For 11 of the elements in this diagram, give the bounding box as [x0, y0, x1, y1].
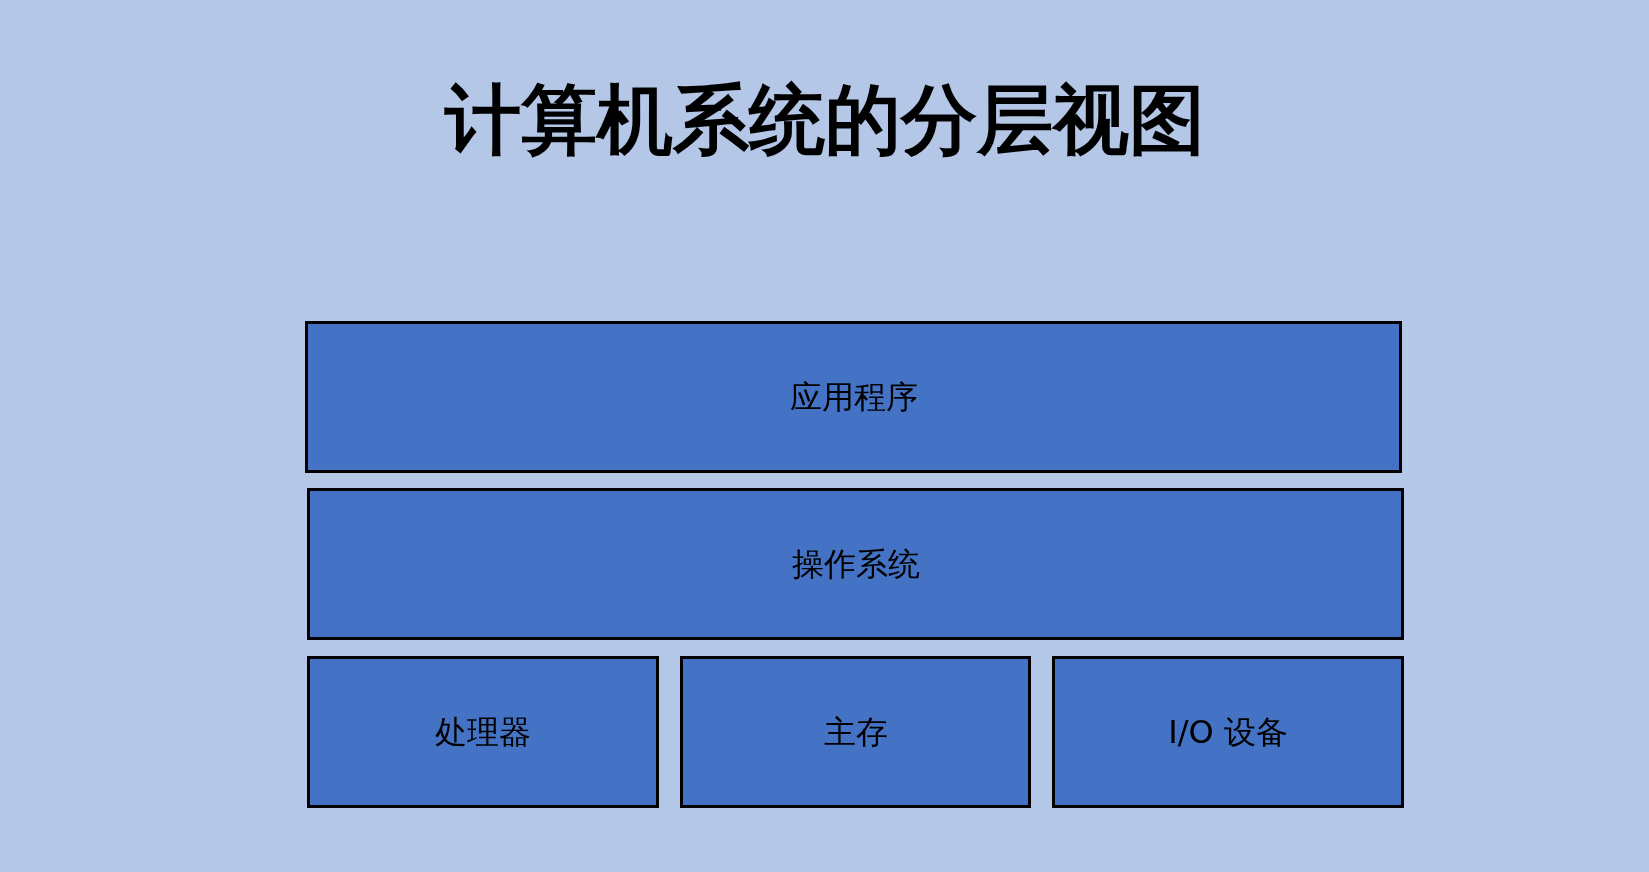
layer-label: 操作系统: [791, 544, 920, 585]
layer-box: [680, 656, 1031, 808]
layer-label: 处理器: [435, 712, 531, 753]
diagram-title: 计算机系统的分层视图: [443, 74, 1206, 166]
layer-label: 主存: [823, 712, 888, 753]
layer-box: [307, 656, 659, 808]
layer-box: [307, 488, 1404, 640]
layer-label: 应用程序: [789, 377, 918, 418]
layer-box: [1052, 656, 1404, 808]
layer-box: [305, 321, 1402, 473]
layer-label: I/O 设备: [1168, 712, 1288, 753]
